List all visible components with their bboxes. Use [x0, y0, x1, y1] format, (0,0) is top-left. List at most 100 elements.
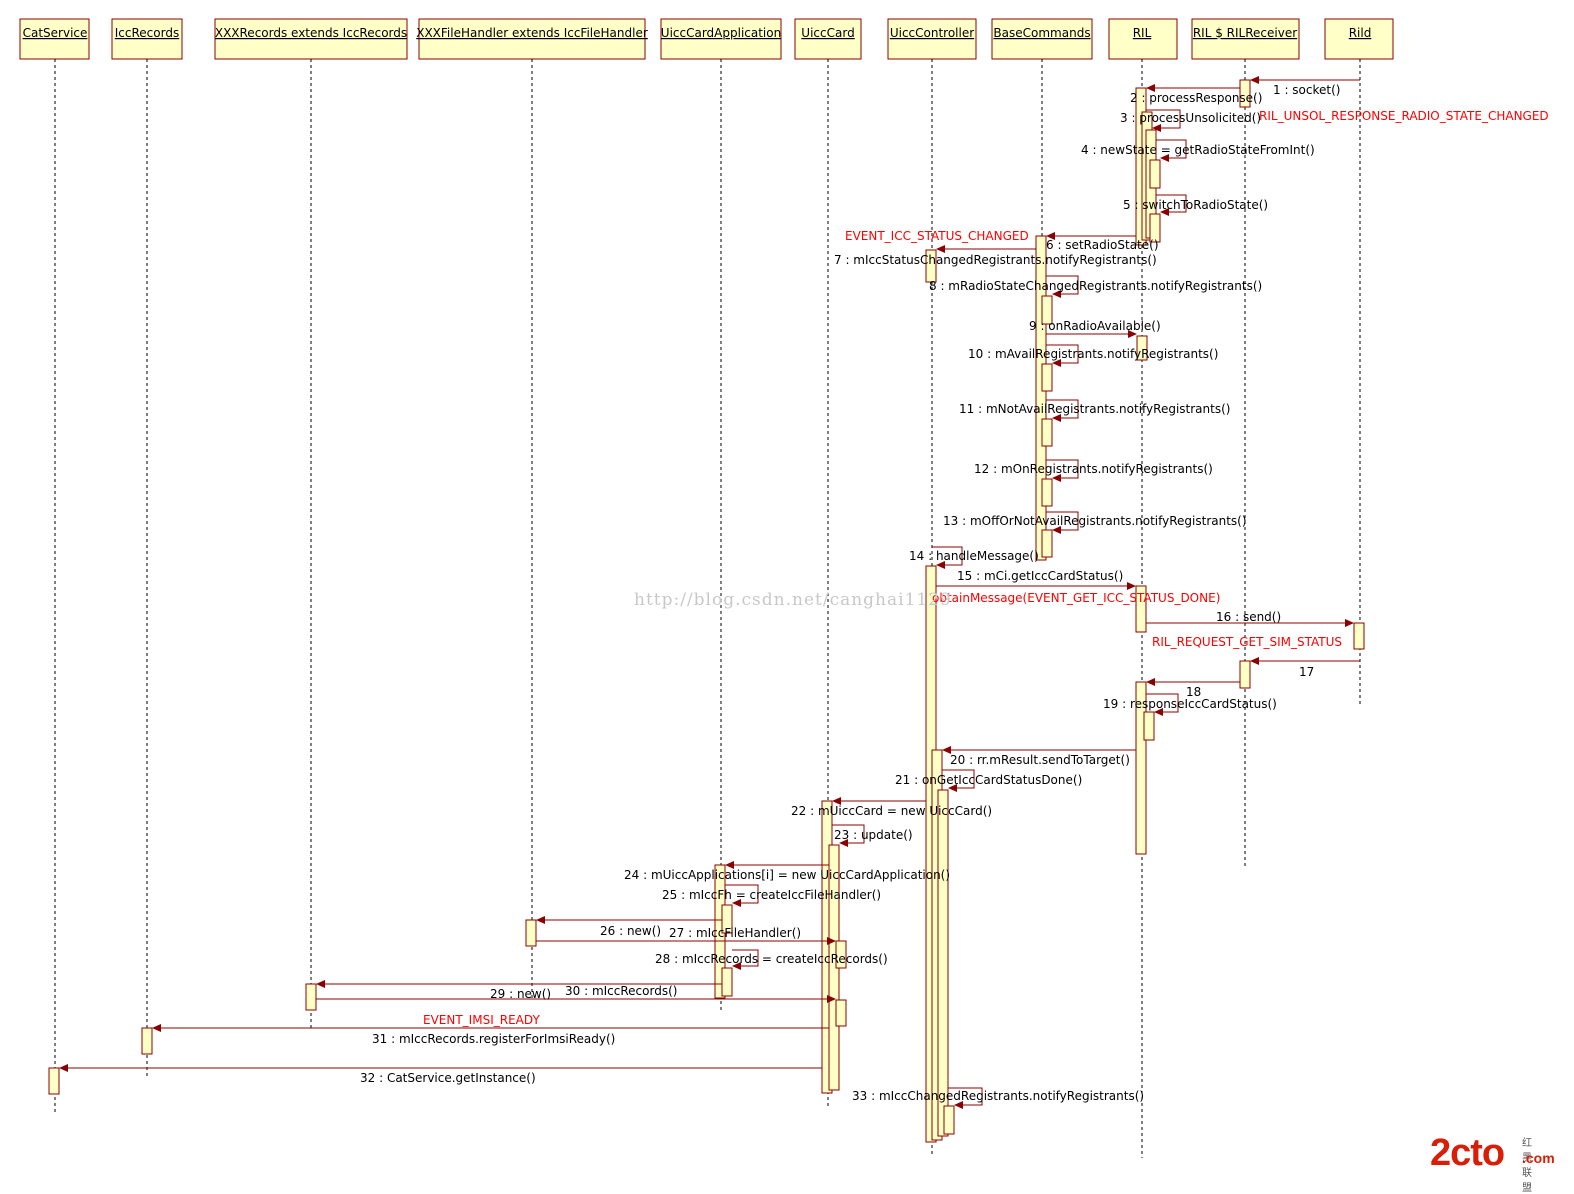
- activation-bar: [721, 904, 733, 934]
- messages: 1 : socket() 2 : processResponse() 3 : p…: [59, 76, 1549, 1109]
- svg-text:23 : update(): 23 : update(): [834, 828, 913, 842]
- note-sim-status: RIL_REQUEST_GET_SIM_STATUS: [1152, 635, 1342, 649]
- lifeline-label: XXXFileHandler extends IccFileHandler: [416, 26, 648, 40]
- activation-bar: [835, 940, 847, 969]
- message-18: 18: [1146, 678, 1240, 699]
- lifeline-rild: Rild: [1324, 18, 1394, 705]
- svg-text:17: 17: [1299, 665, 1314, 679]
- svg-text:32 : CatService.getInstance(): 32 : CatService.getInstance(): [360, 1071, 536, 1085]
- svg-text:1 : socket(): 1 : socket(): [1273, 83, 1340, 97]
- activation-bar: [1136, 335, 1148, 361]
- activation-bar: [1353, 622, 1365, 650]
- activation-bar: [1143, 711, 1155, 741]
- svg-text:3 : processUnsolicited(): 3 : processUnsolicited(): [1120, 111, 1261, 125]
- svg-text:16 : send(): 16 : send(): [1216, 610, 1281, 624]
- svg-text:11 : mNotAvailRegistrants.noti: 11 : mNotAvailRegistrants.notifyRegistra…: [959, 402, 1230, 416]
- activation-bars: [48, 79, 1365, 1143]
- lifeline-label: UiccController: [890, 26, 974, 40]
- lifeline-ril: RIL: [1108, 18, 1178, 1158]
- lifeline-label: CatService: [23, 26, 88, 40]
- message-19: 19 : responseIccCardStatus(): [1103, 693, 1277, 716]
- svg-text:12 : mOnRegistrants.notifyRegi: 12 : mOnRegistrants.notifyRegistrants(): [974, 462, 1213, 476]
- svg-text:22 : mUiccCard = new UiccCard(: 22 : mUiccCard = new UiccCard(): [791, 804, 992, 818]
- svg-text:29 : new(): 29 : new(): [490, 987, 551, 1001]
- svg-text:5 : switchToRadioState(): 5 : switchToRadioState(): [1123, 198, 1268, 212]
- svg-text:14 : handleMessage(): 14 : handleMessage(): [909, 549, 1039, 563]
- activation-bar: [925, 249, 937, 283]
- svg-text:27 : mIccFileHandler(): 27 : mIccFileHandler(): [669, 926, 801, 940]
- note-icc-status: EVENT_ICC_STATUS_CHANGED: [845, 229, 1029, 243]
- activation-bar: [1041, 478, 1053, 507]
- note-obtain: obtainMessage(EVENT_GET_ICC_STATUS_DONE): [932, 591, 1220, 605]
- lifeline-label: UiccCardApplication: [661, 26, 781, 40]
- message-28: 28 : mIccRecords = createIccRecords(): [655, 949, 888, 970]
- message-32: 32 : CatService.getInstance(): [59, 1064, 822, 1085]
- activation-bar: [1041, 418, 1053, 447]
- activation-bar: [1035, 235, 1047, 561]
- activation-bar: [1135, 681, 1147, 855]
- message-5: 5 : switchToRadioState(): [1123, 194, 1268, 216]
- activation-bar: [1041, 295, 1053, 325]
- activation-bar: [937, 789, 949, 1137]
- message-25: 25 : mIccFh = createIccFileHandler(): [662, 884, 881, 907]
- svg-text:33 : mIccChangedRegistrants.no: 33 : mIccChangedRegistrants.notifyRegist…: [852, 1089, 1144, 1103]
- lifeline-uicccard: UiccCard: [794, 18, 862, 1108]
- message-9: 9 : onRadioAvailable(): [1029, 319, 1161, 338]
- svg-text:28 : mIccRecords = createIccRe: 28 : mIccRecords = createIccRecords(): [655, 952, 888, 966]
- message-16: 16 : send() RIL_REQUEST_GET_SIM_STATUS: [1146, 610, 1354, 649]
- activation-bar: [1239, 660, 1251, 689]
- message-22: 22 : mUiccCard = new UiccCard(): [791, 797, 992, 818]
- svg-text:24 : mUiccApplications[i] = ne: 24 : mUiccApplications[i] = new UiccCard…: [624, 868, 950, 882]
- lifeline-xxxrecords: XXXRecords extends IccRecords: [214, 18, 408, 1030]
- message-13: 13 : mOffOrNotAvailRegistrants.notifyReg…: [943, 511, 1247, 534]
- activation-bar: [48, 1067, 60, 1095]
- lifeline-catservice: CatService: [19, 18, 90, 1115]
- activation-bar: [1135, 585, 1147, 633]
- message-17: 17: [1250, 657, 1360, 679]
- activation-bar: [943, 1105, 955, 1135]
- svg-text:18: 18: [1186, 685, 1201, 699]
- activation-bar: [1041, 363, 1053, 392]
- lifeline-label: BaseCommands: [993, 26, 1090, 40]
- svg-text:15 : mCi.getIccCardStatus(): 15 : mCi.getIccCardStatus(): [957, 569, 1123, 583]
- activation-bar: [305, 983, 317, 1011]
- site-logo: 2cto 红黑联盟 .com: [1430, 1132, 1555, 1194]
- svg-text:13 : mOffOrNotAvailRegistrants: 13 : mOffOrNotAvailRegistrants.notifyReg…: [943, 514, 1247, 528]
- svg-text:31 : mIccRecords.registerForIm: 31 : mIccRecords.registerForImsiReady(): [372, 1032, 615, 1046]
- lifeline-label: RIL $ RILReceiver: [1193, 26, 1297, 40]
- lifeline-label: Rild: [1349, 26, 1372, 40]
- svg-text:10 : mAvailRegistrants.notifyR: 10 : mAvailRegistrants.notifyRegistrants…: [968, 347, 1218, 361]
- message-31: EVENT_IMSI_READY 31 : mIccRecords.regist…: [152, 1013, 829, 1046]
- activation-bar: [141, 1027, 153, 1055]
- message-10: 10 : mAvailRegistrants.notifyRegistrants…: [968, 344, 1218, 367]
- activation-bar: [1239, 79, 1251, 108]
- activation-bar: [721, 967, 733, 997]
- message-7: EVENT_ICC_STATUS_CHANGED 7 : mIccStatusC…: [834, 229, 1157, 267]
- message-33: 33 : mIccChangedRegistrants.notifyRegist…: [852, 1087, 1144, 1109]
- message-15: 15 : mCi.getIccCardStatus() obtainMessag…: [932, 569, 1220, 605]
- message-6: 6 : setRadioState(): [1046, 232, 1159, 252]
- logo-domain: .com: [1522, 1150, 1555, 1166]
- svg-text:26 : new(): 26 : new(): [600, 924, 661, 938]
- svg-text:25 : mIccFh = createIccFileHan: 25 : mIccFh = createIccFileHandler(): [662, 888, 881, 902]
- lifeline-label: RIL: [1133, 26, 1152, 40]
- activation-bar: [1041, 529, 1053, 558]
- lifeline-label: IccRecords: [115, 26, 179, 40]
- message-4: 4 : newState = getRadioStateFromInt(): [1081, 139, 1315, 162]
- svg-text:4 : newState = getRadioStateFr: 4 : newState = getRadioStateFromInt(): [1081, 143, 1315, 157]
- svg-text:20 : rr.mResult.sendToTarget(): 20 : rr.mResult.sendToTarget(): [950, 753, 1130, 767]
- svg-text:19 : responseIccCardStatus(): 19 : responseIccCardStatus(): [1103, 697, 1277, 711]
- message-3: 3 : processUnsolicited() RIL_UNSOL_RESPO…: [1120, 109, 1549, 132]
- svg-text:8 : mRadioStateChangedRegistra: 8 : mRadioStateChangedRegistrants.notify…: [929, 279, 1262, 293]
- message-30: 30 : mIccRecords(): [316, 984, 836, 1003]
- lifeline-basecommands: BaseCommands: [991, 18, 1093, 560]
- activation-bar: [525, 919, 537, 947]
- message-2: 2 : processResponse(): [1130, 84, 1262, 105]
- message-21: 21 : onGetIccCardStatusDone(): [895, 769, 1082, 792]
- logo-main: 2cto: [1430, 1132, 1505, 1174]
- message-20: 20 : rr.mResult.sendToTarget(): [942, 746, 1136, 767]
- lifeline-label: UiccCard: [801, 26, 854, 40]
- lifeline-xxxfilehandler: XXXFileHandler extends IccFileHandler: [416, 18, 648, 1000]
- lifeline-uicccardapplication: UiccCardApplication: [660, 18, 782, 1012]
